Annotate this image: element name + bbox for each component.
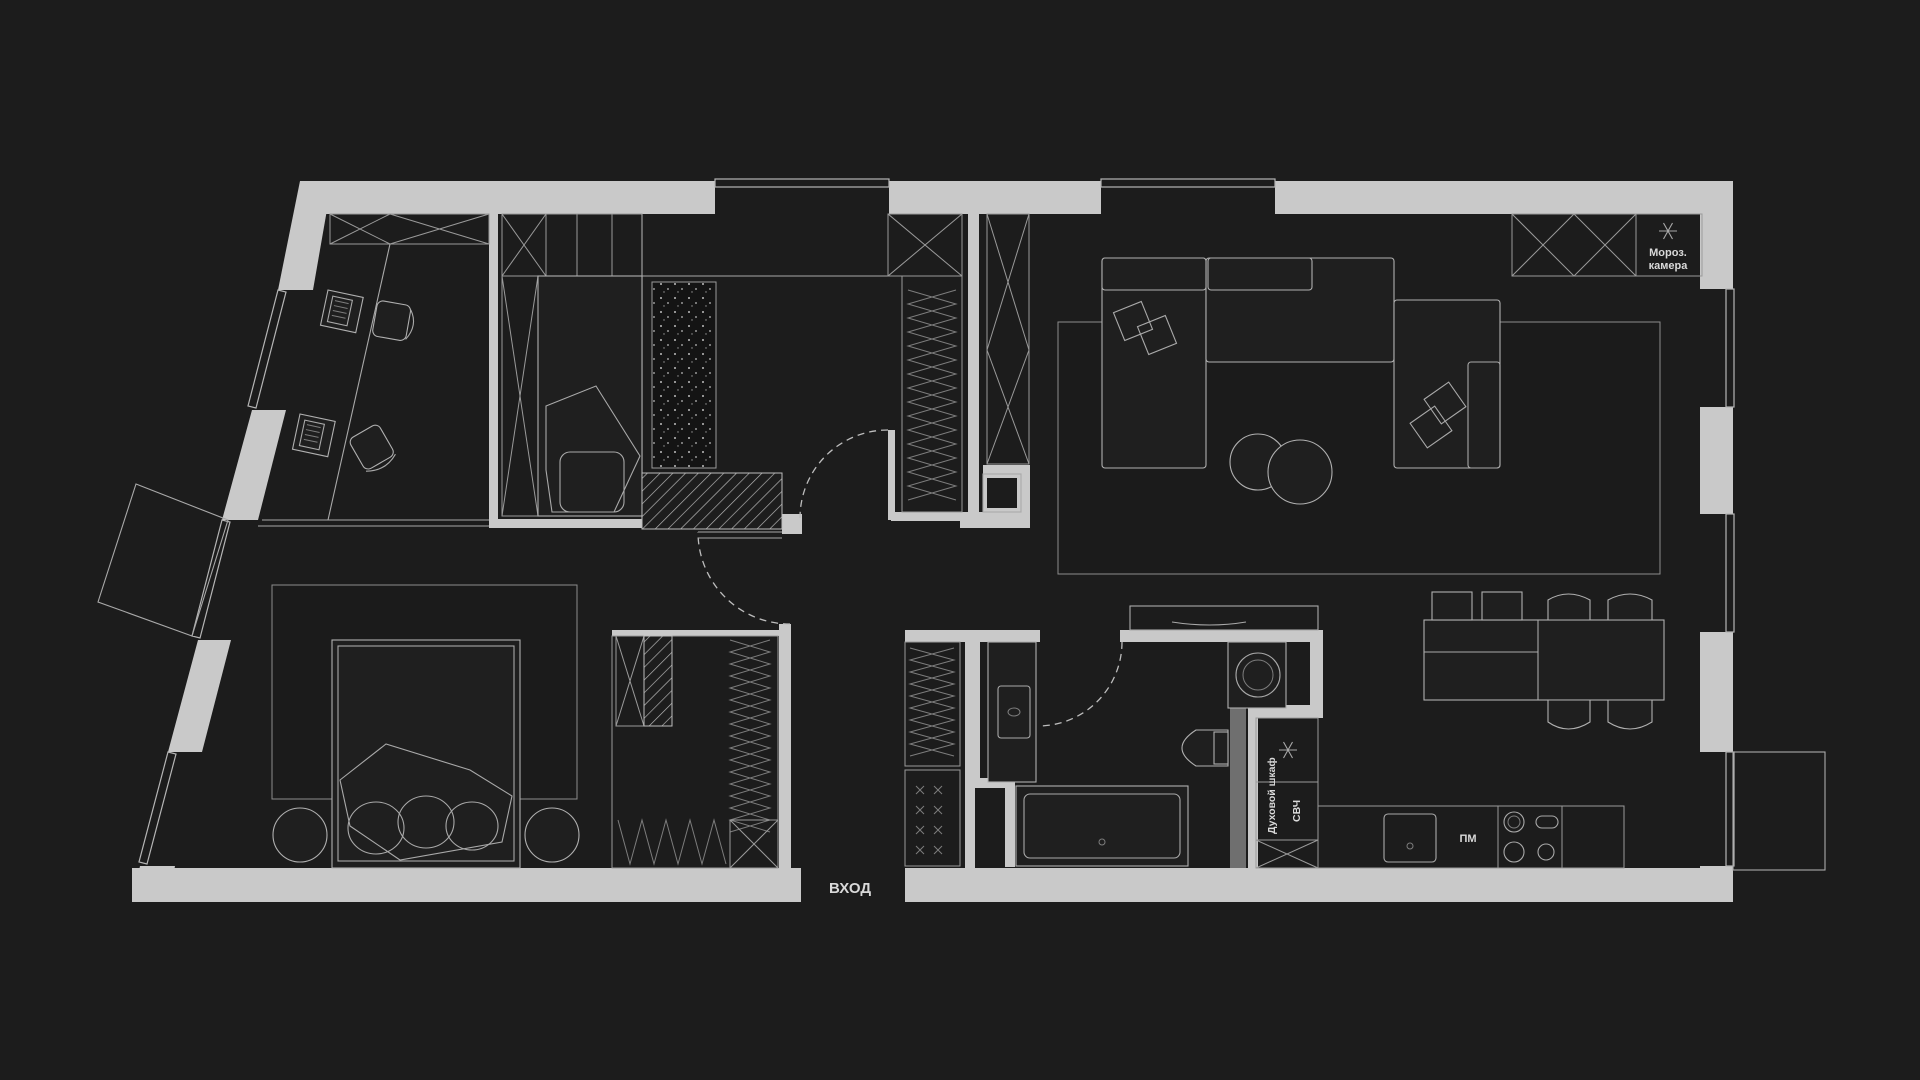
entrance-label: ВХОД xyxy=(829,880,871,897)
laptop-icon xyxy=(291,413,336,458)
microwave-label: СВЧ xyxy=(1291,800,1303,822)
snowflake-icon xyxy=(1279,741,1297,759)
toilet-icon xyxy=(1181,729,1229,767)
oven-label: Духовой шкаф xyxy=(1266,757,1278,834)
chair-icon xyxy=(372,300,415,341)
freezer-label-2: камера xyxy=(1649,260,1689,272)
study-room xyxy=(258,213,490,527)
sofa-pillows xyxy=(1112,300,1467,449)
balcony-left xyxy=(97,483,229,637)
rug-dotted xyxy=(651,281,717,469)
dishwasher-label: ПМ xyxy=(1459,833,1476,845)
windows xyxy=(138,178,1735,867)
balcony-right xyxy=(1732,751,1826,871)
bathroom xyxy=(904,605,1319,867)
kitchen: Духовой шкаф СВЧ ПМ xyxy=(1255,717,1625,869)
living-room: Мороз. камера xyxy=(1057,213,1703,730)
child-room xyxy=(501,213,960,530)
chair-icon xyxy=(349,424,396,472)
snowflake-icon xyxy=(1659,222,1677,240)
sink-icon xyxy=(997,685,1031,739)
sink-icon xyxy=(1383,813,1437,863)
cooktop-icon xyxy=(1503,811,1559,863)
desk-hatched xyxy=(641,472,783,530)
washing-machine-icon xyxy=(1227,641,1287,709)
bathtub-icon xyxy=(1015,785,1189,867)
walls xyxy=(132,181,1733,902)
freezer-label: Мороз. xyxy=(1649,247,1687,259)
bedroom xyxy=(271,584,779,869)
bed-icon xyxy=(339,743,513,861)
laptop-icon xyxy=(319,289,364,334)
hallway xyxy=(697,213,1030,625)
